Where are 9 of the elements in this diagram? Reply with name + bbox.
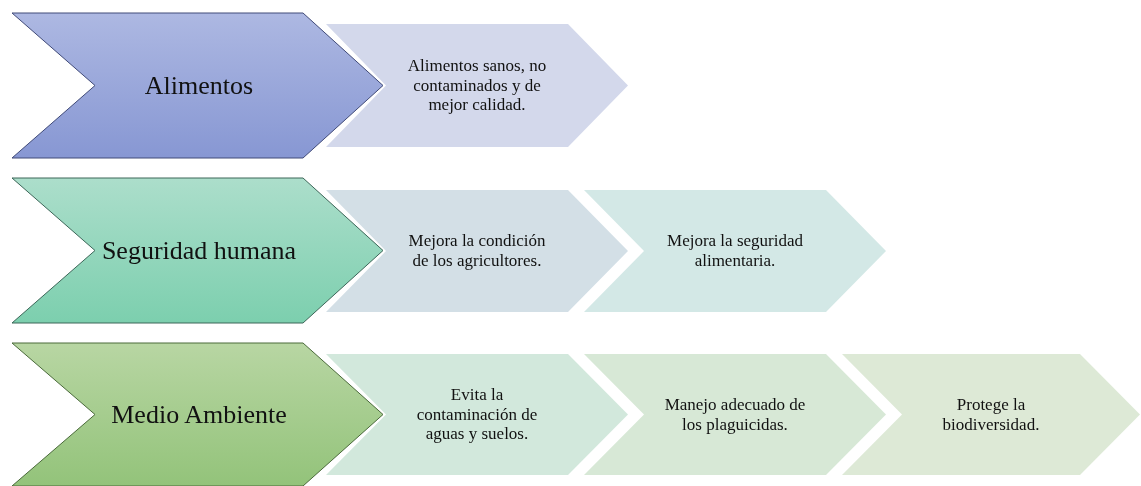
benefit-text: Alimentos sanos, no contaminados y de mejor calidad.: [406, 56, 548, 115]
category-label: Alimentos: [144, 69, 254, 102]
benefit-text: Evita la contaminación de aguas y suelos.: [415, 385, 539, 444]
category-label: Seguridad humana: [101, 234, 297, 267]
benefit-text: Mejora la condición de los agricultores.: [407, 231, 547, 271]
category-label: Medio Ambiente: [111, 398, 287, 431]
benefit-text: Manejo adecuado de los plaguicidas.: [663, 394, 807, 435]
benefit-text: Protege la biodiversidad.: [941, 394, 1041, 435]
benefit-text: Mejora la seguridad alimentaria.: [666, 231, 804, 271]
